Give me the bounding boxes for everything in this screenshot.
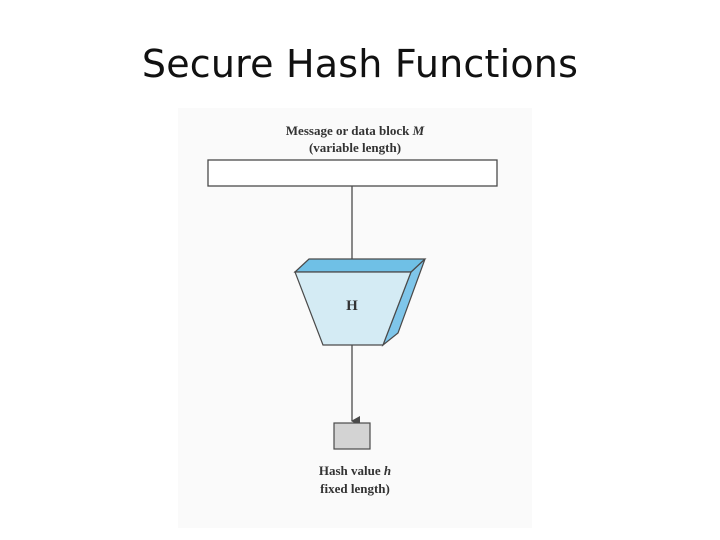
- hash-value-label: Hash value h: [178, 462, 532, 479]
- message-label-text: Message or data block: [285, 123, 410, 138]
- hash-function-top: [293, 258, 427, 273]
- hash-value-box: [333, 422, 371, 450]
- slide-title: Secure Hash Functions: [141, 42, 579, 86]
- message-variable: M: [412, 123, 425, 138]
- hash-length-label: fixed length): [320, 481, 390, 496]
- hash-function-label: H: [346, 298, 358, 314]
- message-length-label: (variable length): [308, 140, 402, 155]
- hash-label-text: Hash value: [318, 463, 381, 478]
- hash-variable: h: [383, 463, 392, 478]
- message-label: Message or data block M: [178, 122, 532, 139]
- message-block: [207, 159, 498, 187]
- hash-function-face: [294, 271, 412, 346]
